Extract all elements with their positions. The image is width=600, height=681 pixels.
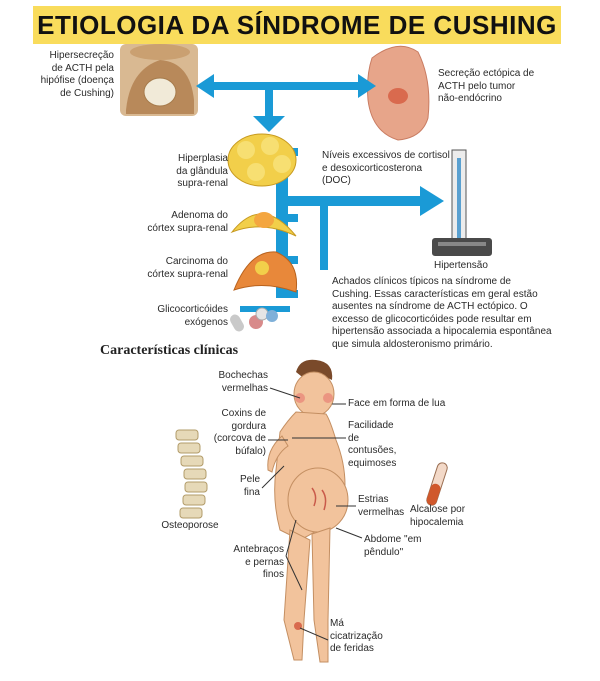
page-title: ETIOLOGIA DA SÍNDROME DE CUSHING [37,10,557,40]
poor-wound-healing-label: Má cicatrização de feridas [330,618,383,654]
clinical-features-heading: Características clínicas [100,343,239,358]
carcinoma-label: Carcinoma do córtex supra-renal [147,256,228,280]
adrenal-adenoma-illustration [230,212,297,237]
moon-face-label: Face em forma de lua [348,398,446,409]
cortisol-levels-label: Níveis excessivos de cortisol e desoxico… [322,150,450,186]
title-band [33,6,561,44]
pituitary-label: Hipersecreção de ACTH pela hipófise (doe… [40,50,114,99]
leader-lines [261,387,363,641]
hypokalemic-alkalosis-label: Alcalose por hipocalemia [410,504,466,528]
bruising-label: Facilidade de contusões, equimoses [348,420,397,469]
adenoma-label: Adenoma do córtex supra-renal [147,210,228,234]
red-cheeks-label: Bochechas vermelhas [218,370,268,394]
pituitary-illustration [120,44,198,116]
pills-illustration [230,307,278,332]
blood-pressure-gauge-illustration [432,149,492,256]
adrenal-hyperplasia-illustration [227,133,297,187]
clinical-findings-text: Achados clínicos típicos na síndrome de … [332,276,552,350]
osteoporosis-label: Osteoporose [161,520,219,531]
pendulous-abdomen-label: Abdome "em pêndulo" [364,534,422,558]
patient-figure [267,359,349,663]
hyperplasia-label: Hiperplasia da glândula supra-renal [176,153,228,189]
thin-skin-label: Pele fina [239,474,260,498]
adrenal-carcinoma-illustration [233,251,298,293]
thin-limbs-label: Antebraços e pernas finos [233,544,284,580]
fat-pads-label: Coxins de gordura (corcova de búfalo) [213,408,266,457]
hypertension-label: Hipertensão [434,260,488,271]
red-striae-label: Estrias vermelhas [358,494,405,518]
ectopic-acth-label: Secreção ectópica de ACTH pelo tumor não… [438,68,535,104]
test-tube-illustration [426,462,448,506]
spine-illustration [175,429,208,519]
lung-illustration [367,45,430,141]
exogenous-glucocorticoids-label: Glicocorticóides exógenos [157,304,228,328]
